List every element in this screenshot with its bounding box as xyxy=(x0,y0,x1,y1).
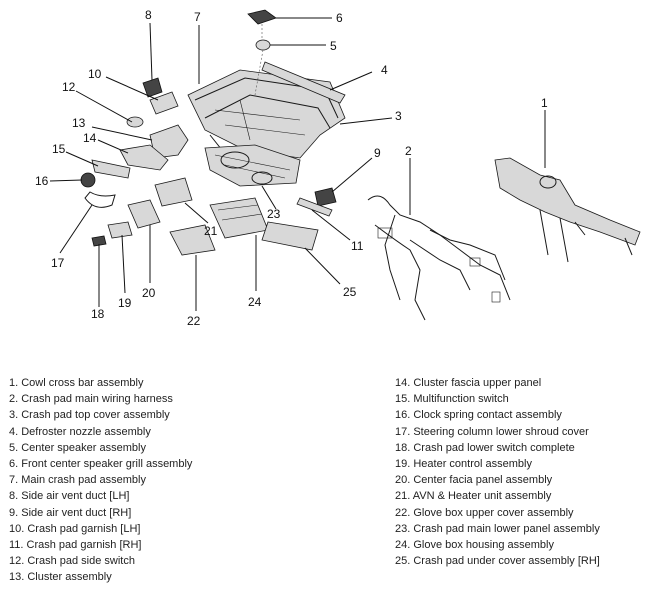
multifunction-switch-drawing xyxy=(91,159,131,179)
main-crash-pad-drawing xyxy=(187,69,346,187)
center-facia-drawing xyxy=(91,199,161,247)
under-cover-rh-drawing xyxy=(261,221,319,251)
callout-23: 23 xyxy=(267,207,281,221)
side-switch-drawing xyxy=(126,116,144,128)
callout-2: 2 xyxy=(405,144,412,158)
callout-15: 15 xyxy=(52,142,66,156)
defroster-nozzle-drawing xyxy=(261,61,346,104)
legend-item: 3. Crash pad top cover assembly xyxy=(9,409,170,422)
legend-item: 24. Glove box housing assembly xyxy=(395,539,554,552)
legend-item: 1. Cowl cross bar assembly xyxy=(9,377,144,389)
legend-item: 14. Cluster fascia upper panel xyxy=(395,377,542,389)
cluster-fascia-drawing xyxy=(119,144,169,171)
callout-22: 22 xyxy=(187,314,201,328)
clock-spring-drawing xyxy=(80,172,96,188)
callout-1: 1 xyxy=(541,96,548,110)
callout-12: 12 xyxy=(62,80,76,94)
callout-5: 5 xyxy=(330,39,337,53)
legend-item: 4. Defroster nozzle assembly xyxy=(9,425,151,438)
legend-item: 19. Heater control assembly xyxy=(395,458,532,471)
legend-item: 5. Center speaker assembly xyxy=(9,441,146,454)
glove-box-drawing xyxy=(169,197,269,256)
side-vent-lh-drawing xyxy=(142,77,163,98)
callout-8: 8 xyxy=(145,8,152,22)
garnish-rh-drawing xyxy=(296,197,333,217)
callout-9: 9 xyxy=(374,146,381,160)
legend-item: 17. Steering column lower shroud cover xyxy=(395,425,589,438)
legend-item: 13. Cluster assembly xyxy=(9,571,112,584)
callout-20: 20 xyxy=(142,286,156,300)
callout-10: 10 xyxy=(88,67,102,81)
cowl-cross-bar-drawing xyxy=(494,157,641,263)
callout-18: 18 xyxy=(91,307,105,321)
wiring-harness-drawing xyxy=(367,195,511,321)
exploded-parts-diagram: 1 2 3 4 5 6 7 8 9 10 11 12 13 14 15 16 1… xyxy=(35,8,641,328)
legend-item: 8. Side air vent duct [LH] xyxy=(9,490,130,503)
garnish-lh-drawing xyxy=(149,91,179,115)
legend-item: 6. Front center speaker grill assembly xyxy=(9,458,193,471)
leader-lines xyxy=(49,17,546,311)
avn-unit-drawing xyxy=(154,177,193,207)
callout-24: 24 xyxy=(248,295,262,309)
callout-14: 14 xyxy=(83,131,97,145)
legend-item: 9. Side air vent duct [RH] xyxy=(9,506,132,519)
legend-item: 20. Center facia panel assembly xyxy=(395,474,553,487)
legend-item: 15. Multifunction switch xyxy=(395,393,509,406)
callout-13: 13 xyxy=(72,116,86,130)
callout-4: 4 xyxy=(381,63,388,77)
callout-17: 17 xyxy=(51,256,65,270)
legend-item: 25. Crash pad under cover assembly [RH] xyxy=(395,555,600,568)
legend-item: 12. Crash pad side switch xyxy=(9,555,135,568)
callout-21: 21 xyxy=(204,224,218,238)
legend-item: 16. Clock spring contact assembly xyxy=(395,409,562,422)
callout-6: 6 xyxy=(336,11,343,25)
callout-7: 7 xyxy=(194,10,201,24)
legend-item: 11. Crash pad garnish [RH] xyxy=(9,539,142,552)
callout-25: 25 xyxy=(343,285,357,299)
legend-item: 18. Crash pad lower switch complete xyxy=(395,441,575,454)
callout-11: 11 xyxy=(351,239,364,253)
side-vent-rh-drawing xyxy=(314,187,337,207)
legend-item: 10. Crash pad garnish [LH] xyxy=(9,522,141,535)
callout-19: 19 xyxy=(118,296,132,310)
callout-numbers: 1 2 3 4 5 6 7 8 9 10 11 12 13 14 15 16 1… xyxy=(35,8,548,328)
callout-3: 3 xyxy=(395,109,402,123)
legend-item: 7. Main crash pad assembly xyxy=(9,474,146,487)
callout-16: 16 xyxy=(35,174,49,188)
legend-item: 22. Glove box upper cover assembly xyxy=(395,506,574,519)
legend-item: 21. AVN & Heater unit assembly xyxy=(395,490,552,503)
shroud-drawing xyxy=(84,191,116,208)
legend-item: 23. Crash pad main lower panel assembly xyxy=(395,522,600,535)
parts-legend-left: 1. Cowl cross bar assembly 2. Crash pad … xyxy=(9,375,389,586)
parts-legend-right: 14. Cluster fascia upper panel 15. Multi… xyxy=(395,375,645,569)
legend-item: 2. Crash pad main wiring harness xyxy=(9,393,173,406)
